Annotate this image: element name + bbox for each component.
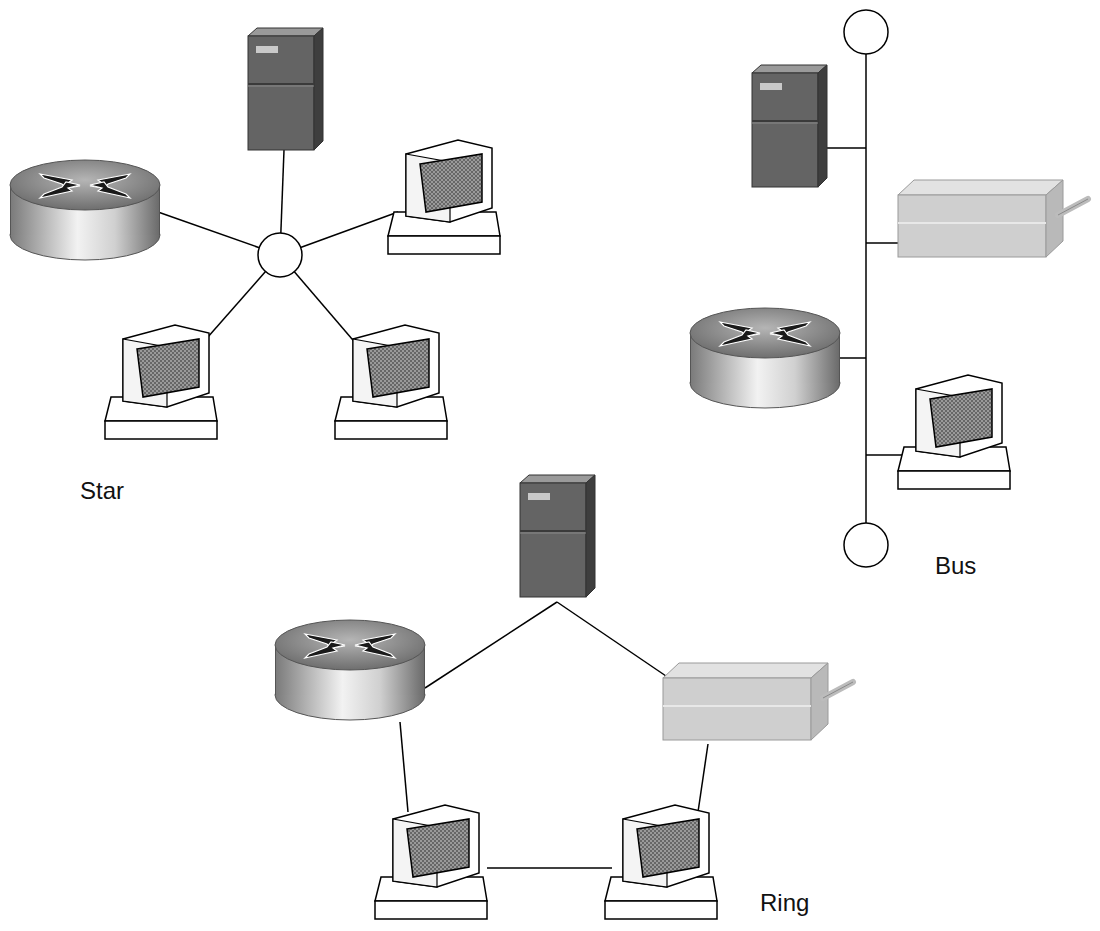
topology-label: Ring xyxy=(760,890,809,916)
server-icon xyxy=(248,28,323,150)
computer-icon xyxy=(388,140,500,254)
computer-icon xyxy=(375,805,487,919)
router-icon xyxy=(10,160,160,260)
printer-icon xyxy=(898,180,1088,257)
server-icon xyxy=(520,475,595,597)
computer-icon xyxy=(898,375,1010,489)
bus-topology xyxy=(827,54,903,523)
printer-icon xyxy=(663,663,853,740)
terminator-circle xyxy=(844,523,888,567)
server-icon xyxy=(752,65,827,187)
hub-circle xyxy=(258,233,302,277)
computer-icon xyxy=(605,805,717,919)
router-icon xyxy=(275,620,425,720)
topology-label: Star xyxy=(80,478,124,504)
topology-label: Bus xyxy=(935,553,976,579)
computer-icon xyxy=(335,325,447,439)
computer-icon xyxy=(105,325,217,439)
router-icon xyxy=(690,308,840,408)
terminator-circle xyxy=(844,10,888,54)
star-topology xyxy=(158,150,398,346)
